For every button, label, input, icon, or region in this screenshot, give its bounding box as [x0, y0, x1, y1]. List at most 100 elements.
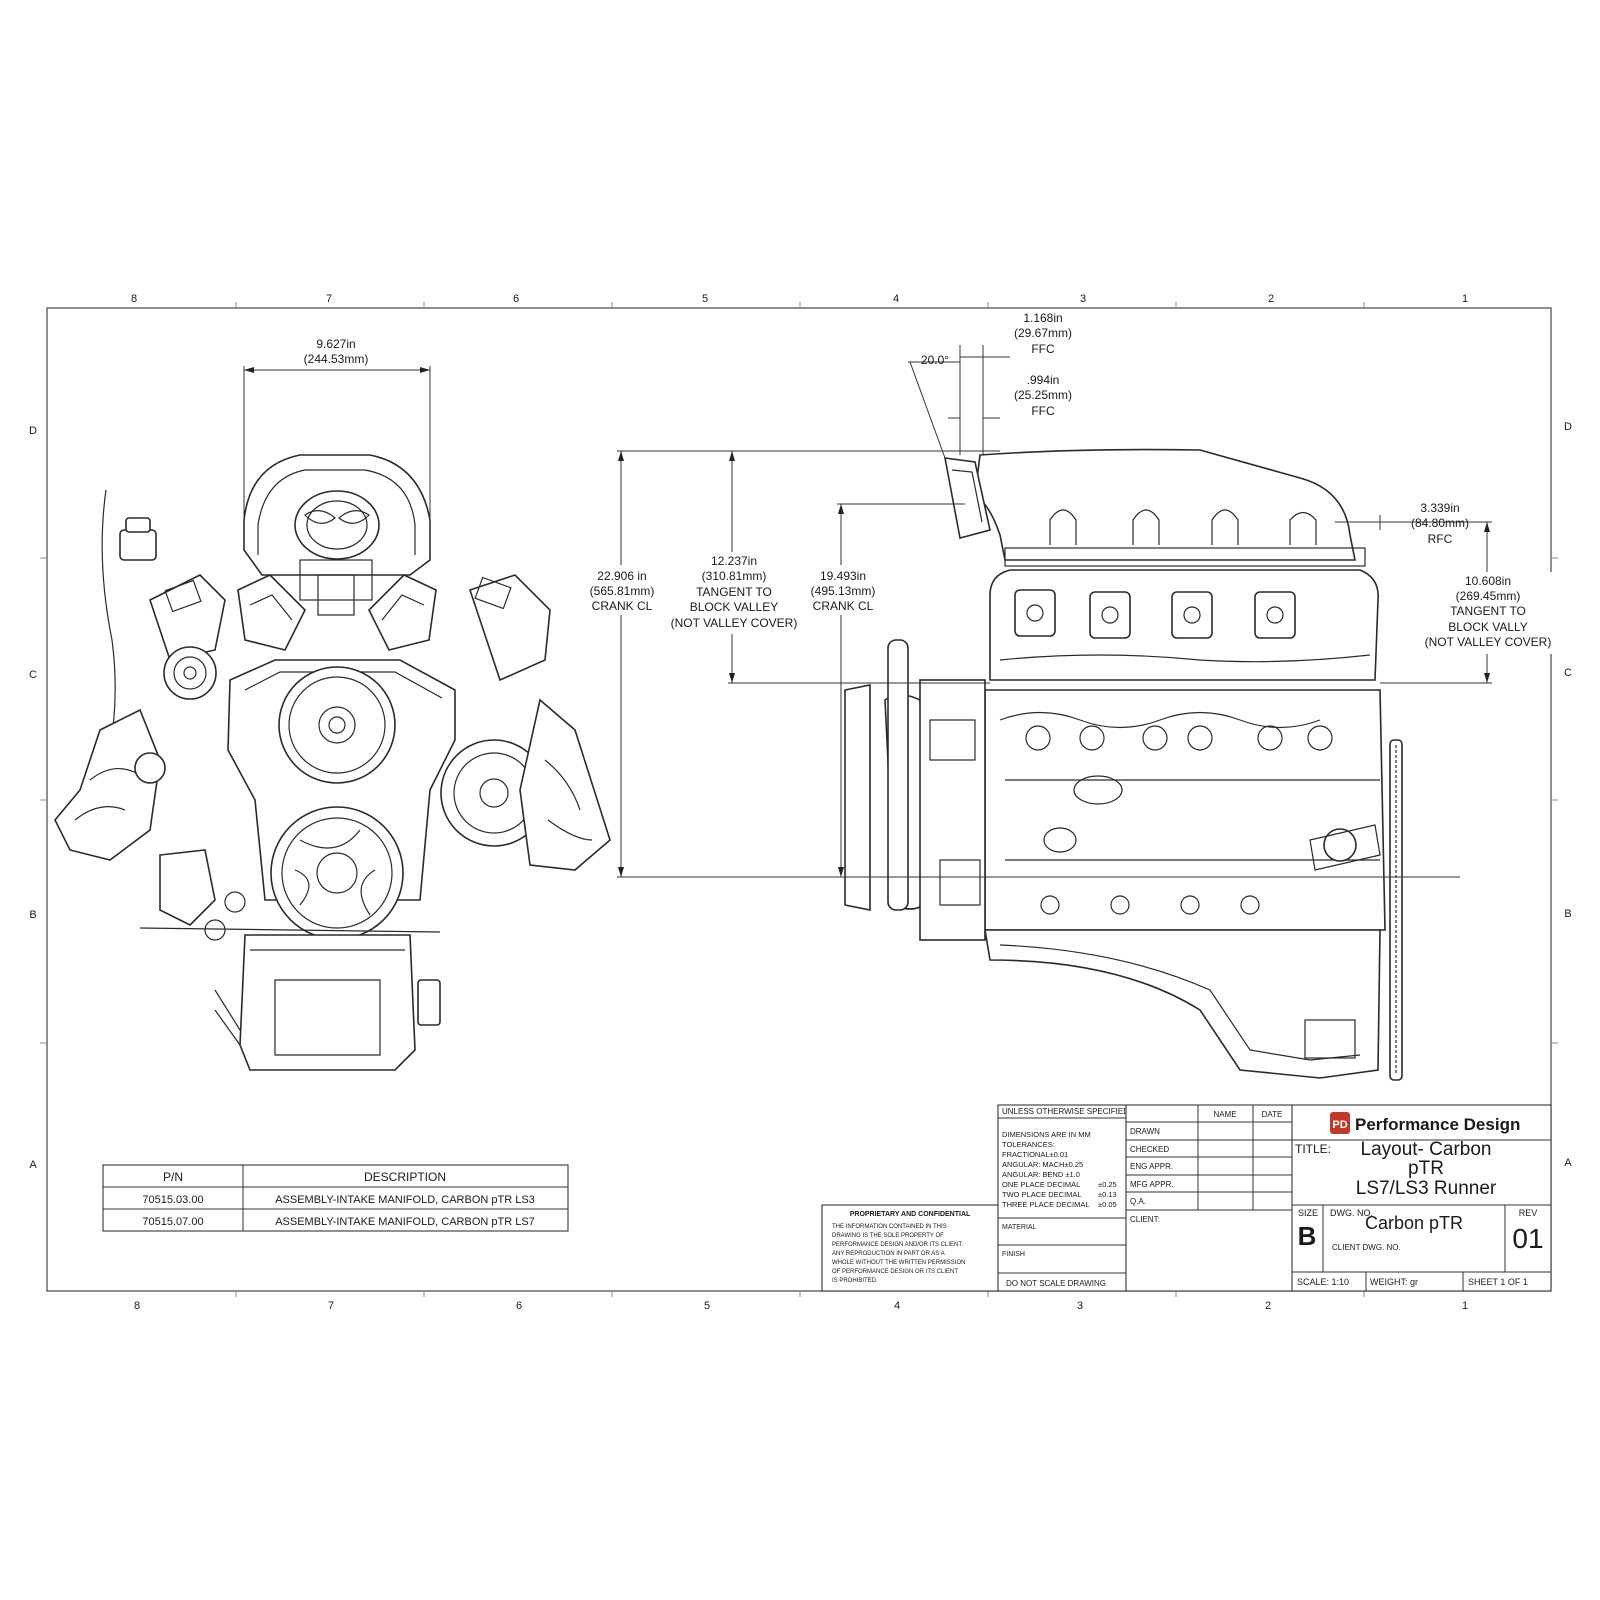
title-label: TITLE: [1295, 1142, 1331, 1156]
dim-side-view: 20.0° 1.168in (29.67mm) FFC .994in (25.2… [617, 311, 1492, 878]
zone-col-top-1: 1 [1462, 293, 1468, 305]
rev-value: 01 [1512, 1223, 1543, 1254]
zone-row-right-b: B [1564, 908, 1571, 920]
tolerance-line-6-val: ±0.25 [1098, 1180, 1117, 1189]
dim-valley-l1: TANGENT TO [696, 585, 772, 599]
zone-row-left-a: A [29, 1159, 37, 1171]
size-value: B [1298, 1221, 1317, 1251]
zone-col-bottom-3: 3 [1077, 1300, 1083, 1312]
parts-row-2-desc: ASSEMBLY-INTAKE MANIFOLD, CARBON pTR LS7 [275, 1216, 535, 1228]
tolerance-line-1: DIMENSIONS ARE IN MM [1002, 1130, 1091, 1139]
title-line-1: Layout- Carbon [1361, 1139, 1492, 1160]
approvals-header-date: DATE [1262, 1110, 1283, 1119]
title-line-3: LS7/LS3 Runner [1356, 1178, 1497, 1199]
dim-crank-label: CRANK CL [592, 599, 653, 613]
approval-mfg: MFG APPR. [1130, 1180, 1174, 1189]
dim-ffc1-in: 1.168in [1023, 311, 1062, 325]
zone-col-bottom-5: 5 [704, 1300, 710, 1312]
dim-valley-in: 12.237in [711, 554, 757, 568]
zone-col-top-3: 3 [1080, 293, 1086, 305]
dim-valley-mm: (310.81mm) [702, 569, 767, 583]
tolerance-line-8-val: ±0.05 [1098, 1200, 1117, 1209]
zone-row-left-b: B [29, 909, 36, 921]
dim-rfc-label: RFC [1428, 532, 1453, 546]
proprietary-title: PROPRIETARY AND CONFIDENTIAL [850, 1211, 971, 1218]
zone-row-left-d: D [29, 425, 37, 437]
proprietary-line-7: IS PROHIBITED. [832, 1278, 878, 1284]
dwg-number: Carbon pTR [1365, 1213, 1463, 1233]
approvals-header-name: NAME [1213, 1110, 1236, 1119]
zone-col-top-4: 4 [893, 293, 899, 305]
proprietary-line-4: ANY REPRODUCTION IN PART OR AS A [832, 1251, 945, 1257]
dim-ffc1-label: FFC [1031, 342, 1055, 356]
client-dwg-label: CLIENT DWG. NO. [1332, 1243, 1401, 1252]
dim-angle: 20.0° [921, 353, 949, 367]
tolerance-block: UNLESS OTHERWISE SPECIFIED: DIMENSIONS A… [997, 1104, 1131, 1292]
tolerance-line-5: ANGULAR: BEND ±1.0 [1002, 1170, 1080, 1179]
proprietary-notice: PROPRIETARY AND CONFIDENTIAL THE INFORMA… [821, 1204, 999, 1292]
approval-drawn: DRAWN [1130, 1127, 1160, 1136]
zone-col-bottom-8: 8 [134, 1300, 140, 1312]
dim-front-width: 9.627in (244.53mm) [243, 337, 431, 555]
dim-valley-l2: BLOCK VALLEY [690, 600, 779, 614]
zone-col-top-6: 6 [513, 293, 519, 305]
engine-front-view [54, 454, 611, 1071]
zone-col-bottom-1: 1 [1462, 1300, 1468, 1312]
zone-col-bottom-6: 6 [516, 1300, 522, 1312]
dim-vally-l1: TANGENT TO [1450, 604, 1526, 618]
tolerance-header: UNLESS OTHERWISE SPECIFIED: [1002, 1107, 1131, 1116]
approval-checked: CHECKED [1130, 1145, 1169, 1154]
dim-ffc2-in: .994in [1027, 373, 1060, 387]
dim-vally-mm: (269.45mm) [1456, 589, 1521, 603]
zone-col-top-2: 2 [1268, 293, 1274, 305]
company-logo [1330, 1112, 1350, 1134]
dim-rfc-mm: (84.80mm) [1411, 516, 1469, 530]
proprietary-line-6: OF PERFORMANCE DESIGN OR ITS CLIENT [832, 1269, 958, 1275]
zone-col-bottom-2: 2 [1265, 1300, 1271, 1312]
proprietary-line-1: THE INFORMATION CONTAINED IN THIS [832, 1224, 947, 1230]
dim-crank2-mm: (495.13mm) [811, 584, 876, 598]
tolerance-line-2: TOLERANCES: [1002, 1140, 1055, 1149]
dim-vally-l2: BLOCK VALLY [1448, 620, 1528, 634]
approval-client: CLIENT: [1130, 1215, 1160, 1224]
dim-ffc2-label: FFC [1031, 404, 1055, 418]
dim-rfc-in: 3.339in [1420, 501, 1459, 515]
dim-crank-mm: (565.81mm) [590, 584, 655, 598]
tolerance-line-7-val: ±0.13 [1098, 1190, 1117, 1199]
zone-row-right-c: C [1564, 667, 1572, 679]
material-label: MATERIAL [1002, 1224, 1037, 1231]
tolerance-line-3: FRACTIONAL±0.01 [1002, 1150, 1068, 1159]
rev-label: REV [1519, 1208, 1538, 1218]
dim-vally-in: 10.608in [1465, 574, 1511, 588]
dim-crank2-in: 19.493in [820, 569, 866, 583]
dwg-label: DWG. NO. [1330, 1208, 1373, 1218]
dim-front-width-mm: (244.53mm) [304, 352, 369, 366]
title-block: PD Performance Design TITLE: Layout- Car… [1291, 1104, 1552, 1292]
dim-crank-in: 22.906 in [597, 569, 646, 583]
dim-vally-l3: (NOT VALLEY COVER) [1425, 635, 1552, 649]
zone-ticks [40, 302, 1558, 1297]
zone-col-bottom-7: 7 [328, 1300, 334, 1312]
do-not-scale: DO NOT SCALE DRAWING [1006, 1279, 1106, 1288]
approvals-block: NAME DATE DRAWN CHECKED ENG APPR. MFG AP… [1125, 1104, 1293, 1292]
dim-front-width-in: 9.627in [316, 337, 355, 351]
zone-col-top-5: 5 [702, 293, 708, 305]
parts-row-1-pn: 70515.03.00 [142, 1194, 203, 1206]
proprietary-line-2: DRAWING IS THE SOLE PROPERTY OF [832, 1233, 944, 1239]
proprietary-line-5: WHOLE WITHOUT THE WRITTEN PERMISSION [832, 1260, 965, 1266]
title-line-2: pTR [1408, 1158, 1444, 1179]
dim-crank2-label: CRANK CL [813, 599, 874, 613]
approval-eng: ENG APPR. [1130, 1162, 1173, 1171]
scale-value: SCALE: 1:10 [1297, 1277, 1349, 1287]
approval-qa: Q.A. [1130, 1197, 1146, 1206]
dim-ffc2-mm: (25.25mm) [1014, 388, 1072, 402]
engine-side-view [844, 448, 1403, 1081]
parts-row-1-desc: ASSEMBLY-INTAKE MANIFOLD, CARBON pTR LS3 [275, 1194, 535, 1206]
parts-table: P/N DESCRIPTION 70515.03.00 ASSEMBLY-INT… [102, 1164, 569, 1232]
zone-col-bottom-4: 4 [894, 1300, 900, 1312]
company-name: Performance Design [1355, 1115, 1520, 1134]
zone-col-top-8: 8 [131, 293, 137, 305]
tolerance-line-7: TWO PLACE DECIMAL [1002, 1190, 1082, 1199]
zone-row-left-c: C [29, 669, 37, 681]
